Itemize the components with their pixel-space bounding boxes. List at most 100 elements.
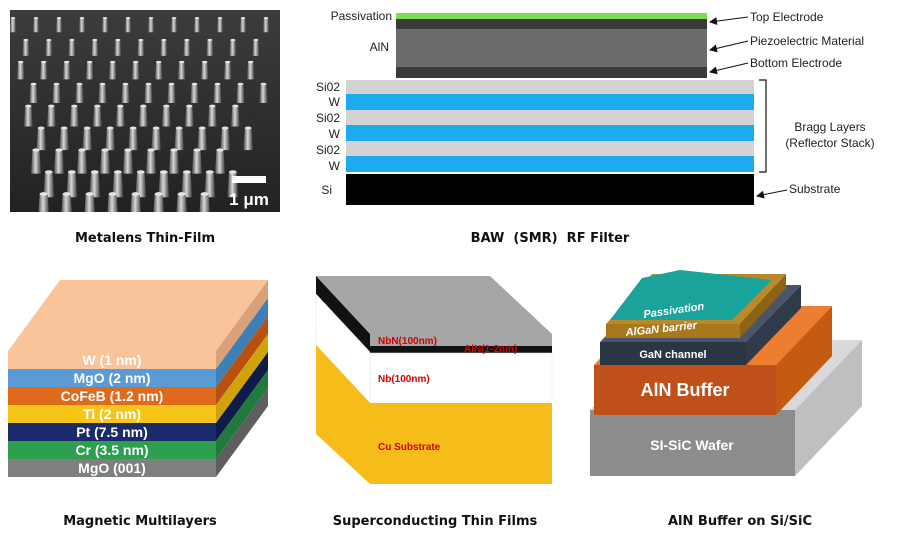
nanopillar-top (78, 148, 86, 152)
nanopillar-top (170, 148, 178, 152)
nanopillar (31, 150, 42, 174)
nanopillar (125, 18, 132, 33)
nanopillar (116, 106, 125, 127)
nanopillar-top (113, 170, 122, 174)
nanopillar-top (46, 38, 52, 42)
baw-top-electrode-layer (396, 19, 707, 29)
nanopillar (160, 40, 168, 56)
nanopillar (121, 84, 130, 103)
nanopillar (114, 40, 122, 56)
arrow-piezo (709, 40, 749, 53)
nanopillar (243, 128, 253, 151)
magnetic-caption: Magnetic Multilayers (63, 514, 217, 529)
nanopillar (197, 128, 207, 151)
algan-front (606, 324, 740, 338)
nanopillar (176, 194, 188, 221)
nanopillar-top (207, 38, 213, 42)
sc-label-aln: AlN(1-2nm) (464, 344, 517, 355)
baw-label-substrate: Substrate (789, 182, 841, 196)
nanopillar-top (186, 104, 193, 108)
mag-label-cr: Cr (3.5 nm) (75, 442, 148, 458)
wafer-front (590, 410, 795, 476)
baw-label-sio2-1: Si02 (316, 80, 340, 94)
nanopillar (139, 106, 148, 127)
nanopillar (38, 194, 50, 221)
baw-label-sio2-3: Si02 (316, 143, 340, 157)
sc-aln-band (316, 276, 370, 352)
nanopillar (162, 106, 171, 127)
nanopillar-top (198, 126, 206, 130)
baw-label-w-2: W (329, 127, 341, 141)
nanopillar-top (92, 38, 98, 42)
nanopillar (208, 106, 217, 127)
nanopillar (86, 62, 94, 80)
sc-label-nbn: NbN(100nm) (378, 336, 437, 347)
nanopillar (54, 150, 65, 174)
nanopillar (82, 128, 92, 151)
nanopillar-top (90, 170, 99, 174)
sc-front-nb (369, 352, 553, 404)
aln-buffer-panel: Passivation AlGaN barrier GaN channel Al… (580, 268, 900, 493)
nanopillar (204, 172, 216, 198)
nanopillar-top (159, 170, 168, 174)
nanopillar (263, 18, 270, 33)
nanopillar-top (200, 192, 209, 196)
nanopillar (132, 62, 140, 80)
nanopillar (240, 18, 247, 33)
nanopillar-top (85, 192, 94, 196)
nanopillar-top (60, 126, 68, 130)
scale-bar-label: 1 μm (229, 190, 269, 209)
baw-w-layer-1 (346, 94, 754, 110)
nanopillar-top (102, 17, 108, 19)
nanopillar (153, 194, 165, 221)
label-wafer: SI-SiC Wafer (650, 437, 734, 453)
label-gan: GaN channel (639, 349, 706, 361)
nanopillar-top (216, 148, 224, 152)
aln-buffer-caption: AlN Buffer on Si/SiC (667, 514, 812, 529)
mag-label-ti: Ti (2 nm) (83, 406, 141, 422)
nanopillar-top (25, 104, 32, 108)
nanopillar (236, 84, 245, 103)
baw-label-w-3: W (329, 159, 341, 173)
baw-w-layer-3 (346, 156, 754, 172)
nanopillar-top (55, 148, 63, 152)
baw-label-passivation: Passivation (331, 9, 392, 23)
nanopillar-top (161, 38, 167, 42)
nanopillar (155, 62, 163, 80)
mag-layer-cofeb (8, 387, 216, 405)
nanopillar-top (99, 82, 106, 86)
nanopillar-top (108, 192, 117, 196)
nanopillar (213, 84, 222, 103)
mag-side-cofeb (216, 316, 268, 405)
nanopillar (247, 62, 255, 80)
nanopillar (17, 62, 25, 80)
nanopillar (45, 40, 53, 56)
baw-label-bragg-line2: (Reflector Stack) (785, 136, 874, 150)
nanopillar-top (205, 170, 214, 174)
baw-label-sio2-2: Si02 (316, 111, 340, 125)
nanopillar (231, 106, 240, 127)
nanopillar-top (79, 17, 85, 19)
bragg-bracket (759, 79, 767, 173)
nanopillar (215, 150, 226, 174)
nanopillar (178, 62, 186, 80)
nanopillar (70, 106, 79, 127)
nanopillar-top (48, 104, 55, 108)
nanopillar-top (230, 38, 236, 42)
nanopillar (24, 106, 33, 127)
baw-si-substrate-layer (346, 174, 754, 205)
nanopillar-top (194, 17, 200, 19)
nanopillar-top (156, 60, 162, 64)
nanopillar-top (41, 60, 47, 64)
nanopillar-top (225, 60, 231, 64)
nanopillar-top (193, 148, 201, 152)
nanopillar (206, 40, 214, 56)
metalens-caption: Metalens Thin-Film (74, 231, 216, 246)
nanopillar (128, 128, 138, 151)
sc-label-cu: Cu Substrate (378, 442, 441, 453)
nanopillar-top (101, 148, 109, 152)
nanopillar-top (168, 82, 175, 86)
nanopillar-top (69, 38, 75, 42)
nanopillar (105, 128, 115, 151)
sc-front-aln (370, 346, 552, 353)
